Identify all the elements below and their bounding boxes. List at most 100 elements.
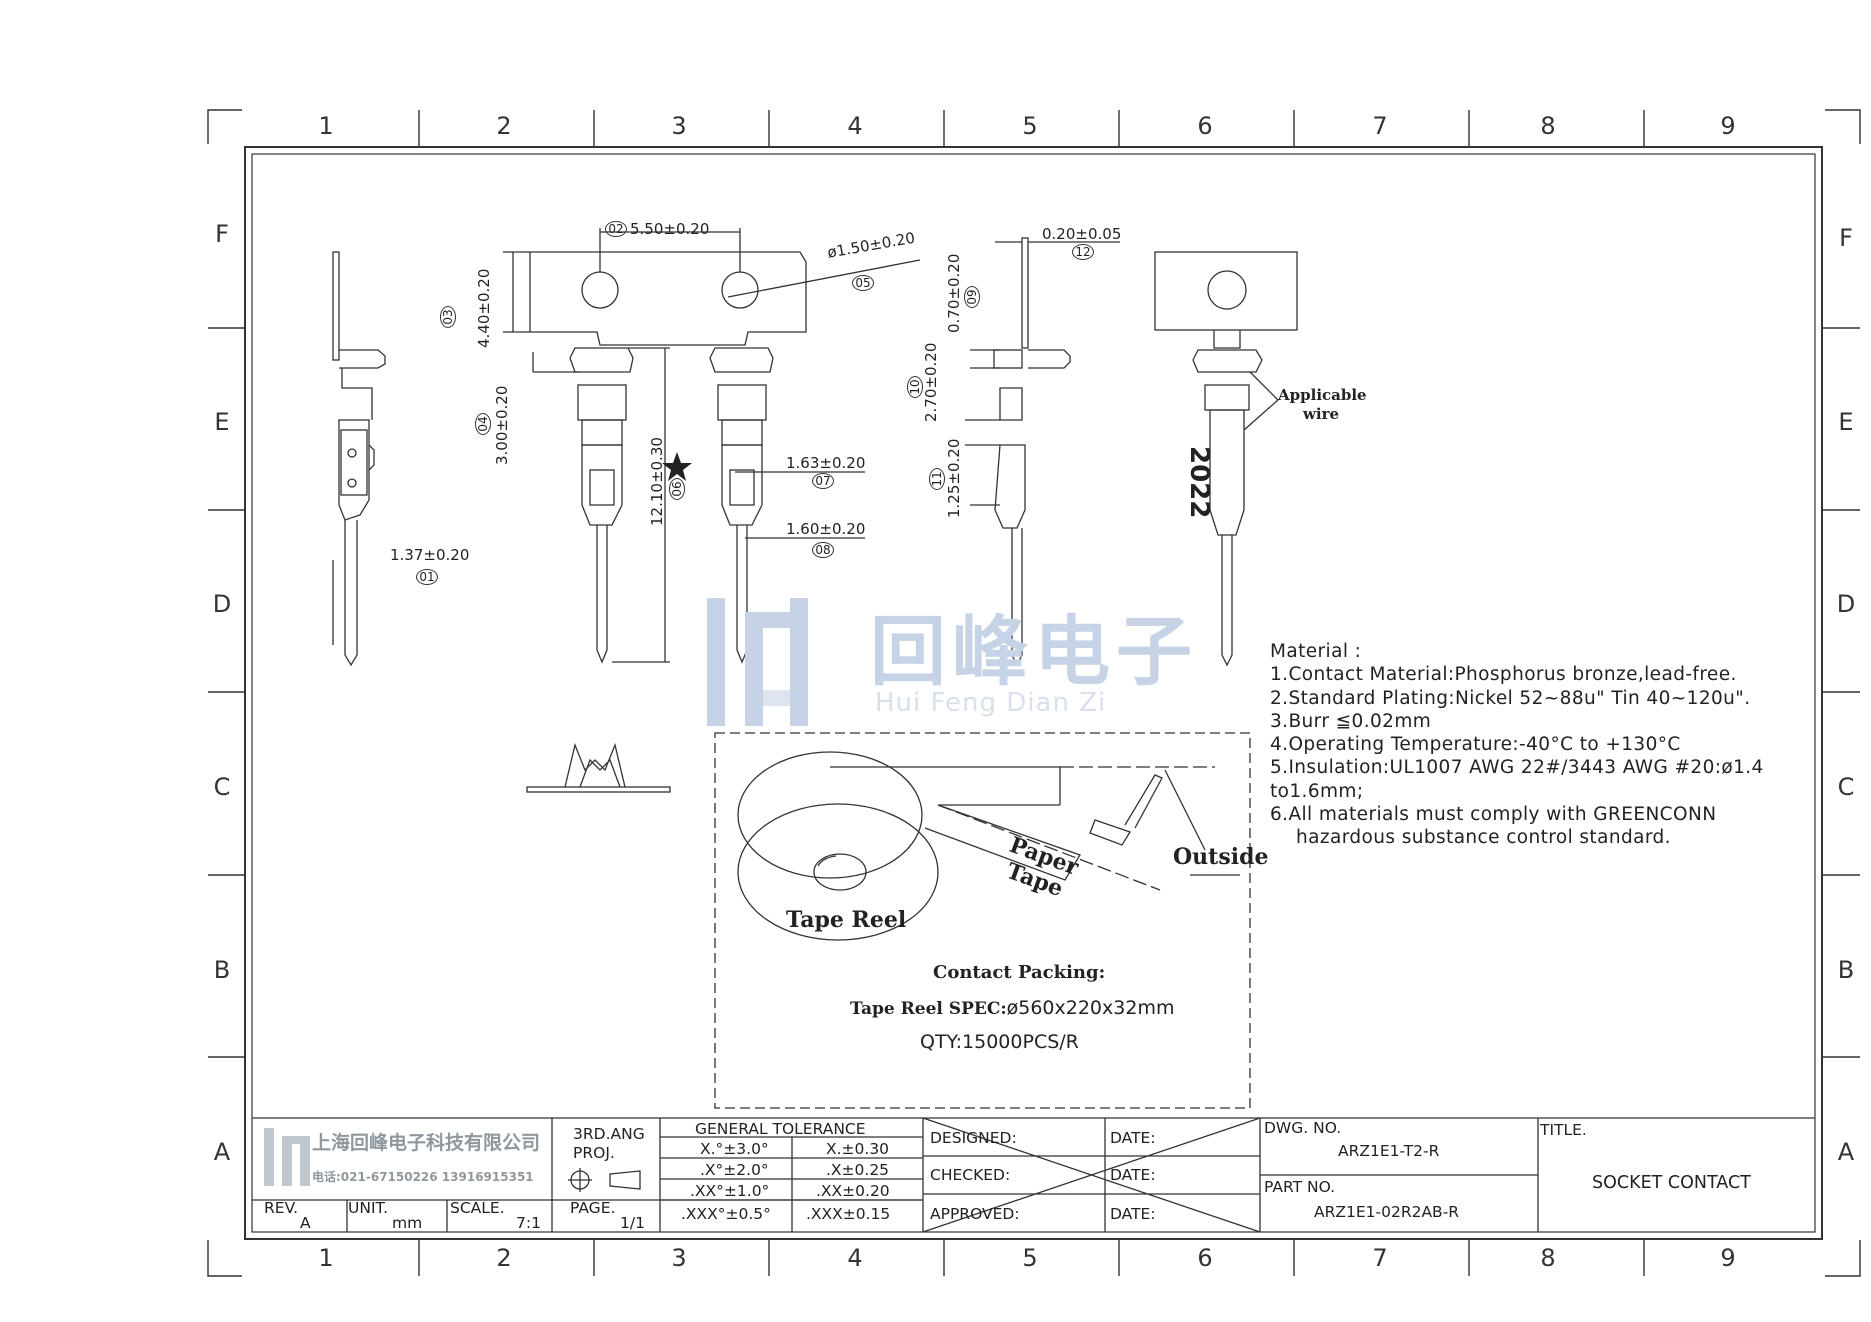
dimension-ref-12: 12 (1072, 244, 1094, 260)
title-value: SOCKET CONTACT (1592, 1173, 1751, 1193)
zone-row-f-right: F (1839, 224, 1853, 252)
dimension-ref-03: 03 (440, 306, 456, 328)
packing-quantity: QTY:15000PCS/R (920, 1031, 1079, 1053)
material-notes: Material : 1.Contact Material:Phosphorus… (1270, 640, 1764, 850)
zone-column-3: 3 (671, 112, 687, 140)
scale-label: SCALE. (450, 1199, 505, 1217)
dwg-no-value: ARZ1E1-T2-R (1338, 1142, 1440, 1160)
zone-column-1-bottom: 1 (318, 1244, 334, 1272)
side-view-right (965, 237, 1120, 667)
zone-column-4-bottom: 4 (847, 1244, 863, 1272)
side-view-left (332, 251, 386, 667)
zone-row-d: D (212, 590, 232, 618)
tape-reel-label: Tape Reel (786, 907, 907, 933)
zone-column-8-bottom: 8 (1540, 1244, 1556, 1272)
tape-reel-spec-value: ø560x220x32mm (1006, 997, 1175, 1019)
company-logo (264, 1128, 310, 1186)
tolerance-linear-4: .XXX±0.15 (806, 1205, 891, 1223)
zone-row-b: B (213, 956, 231, 984)
material-line-6: to1.6mm; (1270, 780, 1364, 802)
designed-date-label: DATE: (1110, 1129, 1156, 1147)
material-line-3: 3.Burr ≦0.02mm (1270, 710, 1432, 732)
projection-label-2: PROJ. (573, 1144, 615, 1162)
packing-diagram (714, 732, 1251, 1109)
zone-column-9-bottom: 9 (1720, 1244, 1736, 1272)
dimension-03: 4.40±0.20 (475, 268, 493, 348)
applicable-wire-label: Applicable (1278, 386, 1367, 404)
tolerance-angle-2: .X°±2.0° (700, 1161, 769, 1179)
corner-mark (207, 109, 242, 144)
zone-column-1: 1 (318, 112, 334, 140)
tolerance-linear-1: X.±0.30 (826, 1140, 890, 1158)
zone-row-c: C (213, 773, 231, 801)
front-view (503, 228, 921, 664)
checked-label: CHECKED: (930, 1166, 1011, 1184)
watermark-logo (707, 598, 808, 726)
material-line-4: 4.Operating Temperature:-40°C to +130°C (1270, 734, 1681, 756)
material-heading: Material : (1270, 641, 1362, 662)
scale-value: 7:1 (516, 1214, 541, 1232)
general-tolerance-title: GENERAL TOLERANCE (695, 1120, 866, 1138)
applicable-wire-label-2: wire (1303, 405, 1340, 423)
dimension-ref-06: 06 (669, 478, 685, 500)
zone-row-d-right: D (1836, 590, 1856, 618)
material-line-5: 5.Insulation:UL1007 AWG 22#/3443 AWG #20… (1270, 757, 1764, 779)
zone-row-a-right: A (1837, 1138, 1855, 1166)
dimension-10: 2.70±0.20 (922, 342, 940, 422)
company-name: 上海回峰电子科技有限公司 (312, 1132, 541, 1154)
dimension-12: 0.20±0.05 (1042, 225, 1122, 243)
tolerance-angle-1: X.°±3.0° (700, 1140, 769, 1158)
dimension-ref-01: 01 (416, 569, 438, 585)
rev-label: REV. (264, 1199, 299, 1217)
zone-column-5: 5 (1022, 112, 1038, 140)
dimension-02: 5.50±0.20 (630, 220, 710, 238)
page-value: 1/1 (620, 1214, 645, 1232)
dwg-no-label: DWG. NO. (1264, 1119, 1342, 1137)
dimension-09: 0.70±0.20 (945, 253, 963, 333)
dimension-ref-10: 10 (907, 376, 923, 398)
material-line-2: 2.Standard Plating:Nickel 52~88u" Tin 40… (1270, 687, 1751, 709)
material-line-7: 6.All materials must comply with GREENCO… (1270, 804, 1717, 826)
zone-column-4: 4 (847, 112, 863, 140)
zone-column-5-bottom: 5 (1022, 1244, 1038, 1272)
dimension-ref-07: 07 (812, 473, 834, 489)
outside-label: Outside (1173, 844, 1269, 870)
zone-column-3-bottom: 3 (671, 1244, 687, 1272)
title-label: TITLE. (1540, 1121, 1587, 1139)
rev-value: A (300, 1214, 311, 1232)
approved-date-label: DATE: (1110, 1205, 1156, 1223)
tape-reel-spec-label: Tape Reel SPEC: (850, 999, 1007, 1019)
zone-column-6: 6 (1197, 112, 1213, 140)
tape-reel-spec: Tape Reel SPEC:ø560x220x32mm (850, 997, 1174, 1019)
dimension-07: 1.63±0.20 (786, 454, 866, 472)
tolerance-linear-2: .X±0.25 (826, 1161, 890, 1179)
unit-label: UNIT. (348, 1199, 389, 1217)
dimension-ref-09: 09 (964, 286, 980, 308)
part-no-label: PART NO. (1264, 1178, 1336, 1196)
title-block-lines (252, 1117, 1815, 1233)
unit-value: mm (392, 1214, 423, 1232)
zone-row-f: F (215, 220, 229, 248)
material-line-8: hazardous substance control standard. (1296, 827, 1671, 849)
projection-label: 3RD.ANG (573, 1125, 645, 1143)
star-marker (662, 452, 692, 481)
watermark-name-pinyin: Hui Feng Dian Zi (875, 688, 1107, 718)
dimension-01: 1.37±0.20 (390, 546, 470, 564)
dimension-ref-05: 05 (852, 275, 874, 291)
wire-code-label: 2022 (1184, 446, 1214, 519)
zone-column-2-bottom: 2 (496, 1244, 512, 1272)
designed-label: DESIGNED: (930, 1129, 1017, 1147)
page-label: PAGE. (570, 1199, 616, 1217)
contact-packing-title: Contact Packing: (933, 962, 1106, 983)
checked-date-label: DATE: (1110, 1166, 1156, 1184)
part-no-value: ARZ1E1-02R2AB-R (1314, 1203, 1460, 1221)
tolerance-angle-3: .XX°±1.0° (690, 1182, 770, 1200)
zone-row-e-right: E (1838, 408, 1854, 436)
zone-column-8: 8 (1540, 112, 1556, 140)
top-view (526, 742, 671, 793)
company-phone: 电话:021-67150226 13916915351 (312, 1170, 534, 1184)
dimension-ref-02: 02 (605, 221, 627, 237)
zone-column-6-bottom: 6 (1197, 1244, 1213, 1272)
tolerance-angle-4: .XXX°±0.5° (681, 1205, 771, 1223)
dimension-08: 1.60±0.20 (786, 520, 866, 538)
